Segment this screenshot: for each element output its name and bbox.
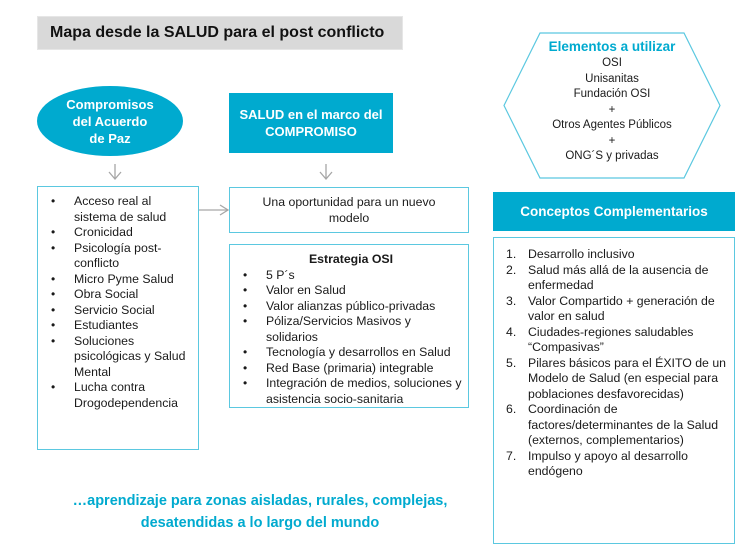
list-item: Tecnología y desarrollos en Salud xyxy=(240,345,462,361)
item-text: Ciudades-regiones saludables “Compasivas… xyxy=(528,324,694,355)
list-item: Estudiantes xyxy=(48,318,194,334)
elementos-line: + xyxy=(608,134,616,147)
item-number: 1. xyxy=(506,247,517,261)
list-item: Póliza/Servicios Masivos y solidarios xyxy=(240,314,462,345)
list-item: Cronicidad xyxy=(48,225,194,241)
list-item: Valor alianzas público-privadas xyxy=(240,299,462,315)
compromisos-label: Compromisos del Acuerdo de Paz xyxy=(66,96,154,146)
item-text: Impulso y apoyo al desarrollo endógeno xyxy=(528,448,688,479)
page-title: Mapa desde la SALUD para el post conflic… xyxy=(37,16,403,50)
conceptos-header: Conceptos Complementarios xyxy=(493,192,735,231)
item-text: Desarrollo inclusivo xyxy=(528,247,635,261)
elementos-line: ONG´S y privadas xyxy=(565,150,659,162)
salud-label: SALUD en el marco del COMPROMISO xyxy=(239,107,383,139)
arrow-right-icon xyxy=(199,204,229,216)
item-number: 7. xyxy=(506,448,517,463)
list-item: 4. Ciudades-regiones saludables “Compasiv… xyxy=(504,325,726,356)
elementos-line: + xyxy=(608,103,616,116)
footer-tagline: …aprendizaje para zonas aisladas, rurale… xyxy=(30,490,490,534)
item-text: Coordinación de factores/determinantes d… xyxy=(528,402,719,447)
conceptos-list-box: 1. Desarrollo inclusivo 2. Salud más allá … xyxy=(493,237,735,544)
list-item: 1. Desarrollo inclusivo xyxy=(504,247,726,263)
list-item: Valor en Salud xyxy=(240,283,462,299)
item-number: 6. xyxy=(506,402,517,416)
conceptos-list: 1. Desarrollo inclusivo 2. Salud más allá … xyxy=(504,247,726,480)
compromisos-ellipse: Compromisos del Acuerdo de Paz xyxy=(37,86,183,156)
elementos-line: Fundación OSI xyxy=(573,88,651,100)
list-item: 6. Coordinación de factores/determinantes… xyxy=(504,402,726,449)
elementos-hexagon xyxy=(503,32,721,179)
list-item: Servicio Social xyxy=(48,303,194,319)
list-item: Lucha contra Drogodependencia xyxy=(48,380,194,411)
list-item: 3. Valor Compartido + generación de valor… xyxy=(504,294,726,325)
item-text: Valor Compartido + generación de valor e… xyxy=(528,293,715,324)
footer-line: desatendidas a lo largo del mundo xyxy=(140,515,380,531)
oportunidad-box: Una oportunidad para un nuevo modelo xyxy=(229,187,469,233)
item-text: Pilares básicos para el ÉXITO de un Mode… xyxy=(528,355,726,401)
list-item: Integración de medios, soluciones y asis… xyxy=(240,376,462,407)
item-number: 5. xyxy=(506,355,517,370)
elementos-content: Elementos a utilizar OSI Unisanitas Fund… xyxy=(503,38,721,165)
list-item: Acceso real al sistema de salud xyxy=(48,194,194,225)
estrategia-box: Estrategia OSI 5 P´s Valor en Salud Valo… xyxy=(229,244,469,408)
elementos-line: Otros Agentes Públicos xyxy=(552,119,672,131)
item-text: Salud más allá de la ausencia de enferme… xyxy=(528,262,709,293)
elementos-line: Unisanitas xyxy=(585,72,639,85)
oportunidad-text: Una oportunidad para un nuevo modelo xyxy=(262,195,436,225)
list-item: Psicología post-conflicto xyxy=(48,241,194,272)
item-number: 3. xyxy=(506,293,517,308)
compromisos-list: Acceso real al sistema de salud Cronicid… xyxy=(48,194,194,411)
footer-line: …aprendizaje para zonas aisladas, rurale… xyxy=(72,493,448,509)
list-item: 7. Impulso y apoyo al desarrollo endógeno xyxy=(504,449,726,480)
item-number: 4. xyxy=(506,324,517,339)
list-item: Soluciones psicológicas y Salud Mental xyxy=(48,334,194,381)
list-item: Micro Pyme Salud xyxy=(48,272,194,288)
list-item: Obra Social xyxy=(48,287,194,303)
list-item: 2. Salud más allá de la ausencia de enfer… xyxy=(504,263,726,294)
estrategia-heading: Estrategia OSI xyxy=(308,252,394,266)
list-item: Red Base (primaria) integrable xyxy=(240,361,462,377)
elementos-title: Elementos a utilizar xyxy=(548,39,676,54)
salud-compromiso-box: SALUD en el marco del COMPROMISO xyxy=(229,93,393,153)
arrow-down-icon xyxy=(108,164,122,180)
list-item: 5 P´s xyxy=(240,268,462,284)
compromisos-list-box: Acceso real al sistema de salud Cronicid… xyxy=(37,186,199,450)
elementos-line: OSI xyxy=(602,57,622,69)
estrategia-list: 5 P´s Valor en Salud Valor alianzas públ… xyxy=(240,268,462,408)
list-item: 5. Pilares básicos para el ÉXITO de un Mo… xyxy=(504,356,726,403)
item-number: 2. xyxy=(506,262,517,277)
arrow-down-icon xyxy=(319,164,333,180)
